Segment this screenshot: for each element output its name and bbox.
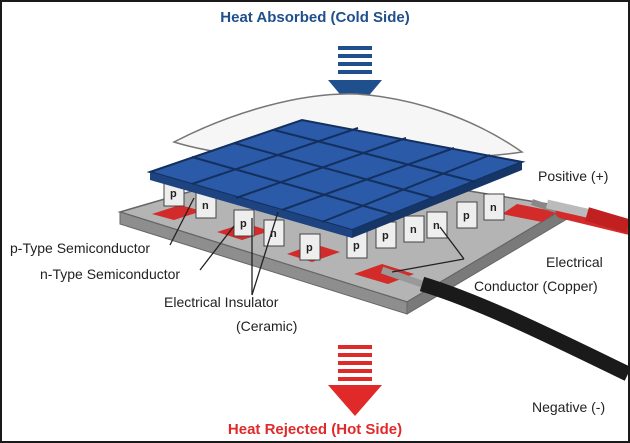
pellet-letter: n — [490, 202, 497, 214]
negative-wire — [380, 266, 628, 381]
conductor-label-line1: Electrical — [546, 254, 603, 270]
ceramic-top-plate — [146, 118, 526, 238]
back-pellet-row: p n p n p n — [163, 179, 505, 249]
pellet-letter: p — [240, 218, 247, 230]
pellet-letter: n — [202, 200, 209, 212]
front-pellet-row: p n p p n — [233, 209, 448, 261]
hot-arrow — [328, 345, 382, 416]
positive-wire — [531, 199, 628, 235]
pellet-letter: p — [170, 188, 177, 200]
insulator-label-line2: (Ceramic) — [236, 318, 298, 334]
positive-label: Positive (+) — [538, 168, 609, 184]
hot-side-title: Heat Rejected (Hot Side) — [227, 421, 403, 438]
pellet-letter: n — [433, 220, 440, 232]
insulator-label-line1: Electrical Insulator — [164, 294, 279, 310]
pellet-letter: p — [382, 230, 389, 242]
pellet-letter: n — [410, 224, 417, 236]
conductor-label-line2: Conductor (Copper) — [474, 278, 598, 294]
pellet-letter: p — [353, 240, 360, 252]
cold-side-title: Heat Absorbed (Cold Side) — [220, 9, 410, 26]
pointer-lines — [169, 197, 465, 296]
p-type-label: p-Type Semiconductor — [10, 240, 151, 256]
pellet-letter: p — [463, 210, 470, 222]
n-type-label: n-Type Semiconductor — [40, 266, 181, 282]
negative-label: Negative (-) — [532, 399, 606, 415]
pellet-letter: p — [306, 242, 313, 254]
pellet-letter: n — [270, 228, 277, 240]
